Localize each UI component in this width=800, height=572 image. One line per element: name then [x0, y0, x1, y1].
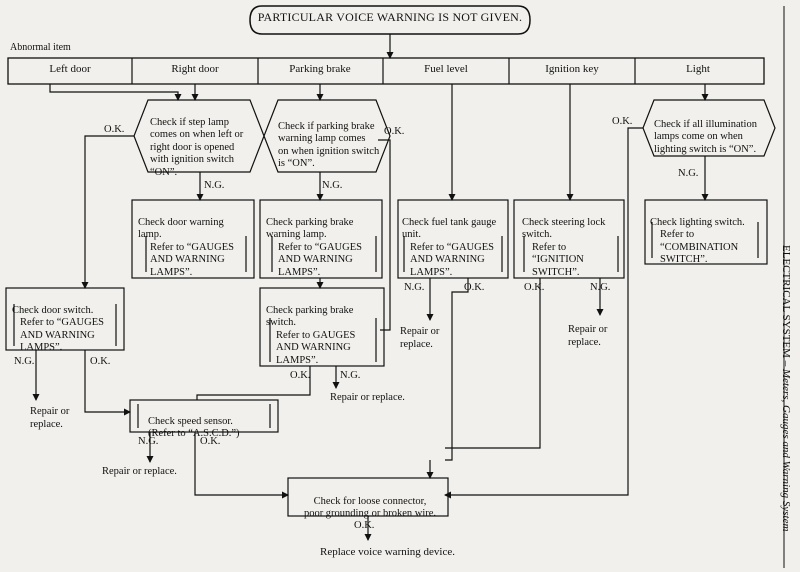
parking-warning-lamp-box — [259, 199, 383, 279]
speed-repair: Repair or replace. — [102, 466, 177, 477]
header-right-door: Right door — [171, 63, 219, 75]
parking-lamp-box — [263, 99, 391, 173]
step-lamp-ng: N.G. — [204, 180, 225, 191]
parking-switch-ng: N.G. — [340, 370, 361, 381]
title-box — [249, 5, 531, 35]
door-switch-ok: O.K. — [90, 356, 111, 367]
speed-sensor-text: Check speed sensor.(Refer to “A.S.C.D.”) — [148, 415, 240, 440]
door-warning-lamp-box — [131, 199, 255, 279]
speed-sensor-box — [129, 399, 279, 433]
parking-lamp-ok: O.K. — [384, 126, 405, 137]
step-lamp-ok: O.K. — [104, 124, 125, 135]
parking-switch-ok: O.K. — [290, 370, 311, 381]
final-action: Replace voice warning device. — [320, 546, 455, 558]
door-switch-ng: N.G. — [14, 356, 35, 367]
header-light: Light — [686, 63, 710, 75]
fuel-gauge-ok: O.K. — [464, 282, 485, 293]
steering-lock-box — [513, 199, 625, 279]
parking-repair: Repair or replace. — [330, 392, 405, 403]
header-parking-brake: Parking brake — [289, 63, 351, 75]
header-ignition-key: Ignition key — [545, 63, 599, 75]
steering-lock-ok: O.K. — [524, 282, 545, 293]
header-left-door: Left door — [49, 63, 91, 75]
parking-lamp-ng: N.G. — [322, 180, 343, 191]
loose-connector-text: Check for loose connector,poor grounding… — [303, 495, 437, 520]
illumination-ng: N.G. — [678, 168, 699, 179]
header-row — [7, 57, 765, 85]
door-switch-box — [5, 287, 125, 351]
parking-switch-box — [259, 287, 385, 367]
fuel-gauge-box — [397, 199, 509, 279]
loose-connector-ok: O.K. — [354, 520, 375, 531]
header-fuel-level: Fuel level — [424, 63, 468, 75]
lighting-switch-box — [644, 199, 768, 265]
title: PARTICULAR VOICE WARNING IS NOT GIVEN. — [257, 10, 523, 24]
speed-sensor-ng: N.G. — [138, 436, 159, 447]
side-title: ELECTRICAL SYSTEM – Meters, Gauges and W… — [780, 245, 792, 532]
steering-lock-ng: N.G. — [590, 282, 611, 293]
fuel-gauge-ng: N.G. — [404, 282, 425, 293]
illumination-ok: O.K. — [612, 116, 633, 127]
speed-sensor-ok: O.K. — [200, 436, 221, 447]
lighting-switch-text: Check lighting switch.Refer to“COMBINATI… — [650, 216, 745, 266]
abnormal-item-label: Abnormal item — [10, 42, 71, 53]
